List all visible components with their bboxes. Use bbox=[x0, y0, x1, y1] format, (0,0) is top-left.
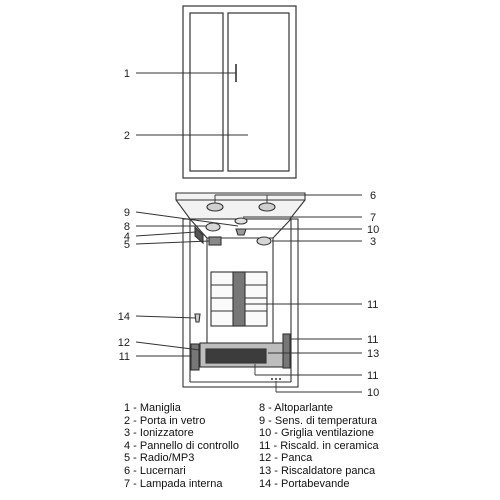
legend-item: 8 - Altoparlante bbox=[259, 402, 333, 414]
legend-item: 6 - Lucernari bbox=[124, 464, 186, 477]
callout-13: 13 bbox=[367, 348, 379, 360]
temperature-sensor bbox=[235, 228, 247, 236]
legend-right: 8 - Altoparlante 9 - Sens. di temperatur… bbox=[259, 402, 379, 490]
legend-item: 7 - Lampada interna bbox=[124, 477, 223, 490]
callout-14: 14 bbox=[118, 311, 130, 323]
legend-item: 12 - Panca bbox=[259, 452, 313, 465]
legend-item: 5 - Radio/MP3 bbox=[124, 452, 195, 465]
callout-1: 1 bbox=[124, 68, 130, 80]
skylight-left bbox=[206, 202, 224, 212]
ionizer-right bbox=[256, 236, 272, 246]
legend-item: 10 - Griglia ventilazione bbox=[259, 427, 374, 440]
callout-10-bottom: 10 bbox=[367, 387, 379, 399]
legend-item: 13 - Riscaldatore panca bbox=[259, 464, 376, 477]
bottom-vent bbox=[270, 377, 282, 381]
legend-item: 1 - Maniglia bbox=[124, 402, 181, 414]
callout-11-left: 11 bbox=[119, 351, 130, 363]
callout-10-top: 10 bbox=[367, 224, 379, 236]
radio-mp3 bbox=[208, 236, 222, 246]
callout-11-right: 11 bbox=[367, 334, 378, 346]
legend-item: 4 - Pannello di controllo bbox=[124, 439, 239, 452]
lamp bbox=[234, 217, 248, 225]
back-heater-core bbox=[232, 271, 246, 327]
legend-item: 11 - Riscald. in ceramica bbox=[259, 439, 379, 452]
callout-7: 7 bbox=[370, 212, 376, 224]
callout-9: 9 bbox=[124, 207, 130, 219]
heater-left bbox=[190, 343, 200, 371]
leader-lines bbox=[135, 72, 362, 393]
callout-11-bottom: 11 bbox=[367, 370, 378, 382]
legend-item: 3 - Ionizzatore bbox=[124, 427, 194, 440]
callout-4: 4 bbox=[124, 231, 130, 243]
callout-11-back: 11 bbox=[367, 299, 378, 311]
callout-numbers: 1 2 6 9 7 8 10 4 3 5 11 14 12 11 11 13 1… bbox=[118, 68, 380, 399]
legend-item: 9 - Sens. di temperatura bbox=[259, 414, 378, 427]
cabin-roof bbox=[175, 192, 306, 220]
control-panel bbox=[194, 225, 204, 245]
callout-3: 3 bbox=[370, 236, 376, 248]
callout-5: 5 bbox=[124, 239, 130, 251]
door-frame bbox=[182, 5, 297, 179]
legend-item: 14 - Portabevande bbox=[259, 477, 350, 490]
sauna-cabin bbox=[175, 192, 306, 388]
callout-6: 6 bbox=[370, 190, 376, 202]
bench-heater bbox=[205, 348, 267, 364]
door bbox=[182, 5, 297, 179]
legend-left: 1 - Maniglia 2 - Porta in vetro 3 - Ioni… bbox=[124, 402, 239, 490]
skylight-right bbox=[258, 202, 276, 212]
callout-8: 8 bbox=[124, 221, 130, 233]
speaker bbox=[205, 222, 221, 232]
cup-holder bbox=[194, 313, 201, 323]
door-glass-panel bbox=[227, 12, 290, 172]
callout-2: 2 bbox=[124, 130, 130, 142]
callout-12: 12 bbox=[118, 337, 130, 349]
legend-item: 2 - Porta in vetro bbox=[124, 414, 206, 427]
door-left-panel bbox=[189, 12, 224, 172]
heater-right bbox=[282, 333, 291, 369]
